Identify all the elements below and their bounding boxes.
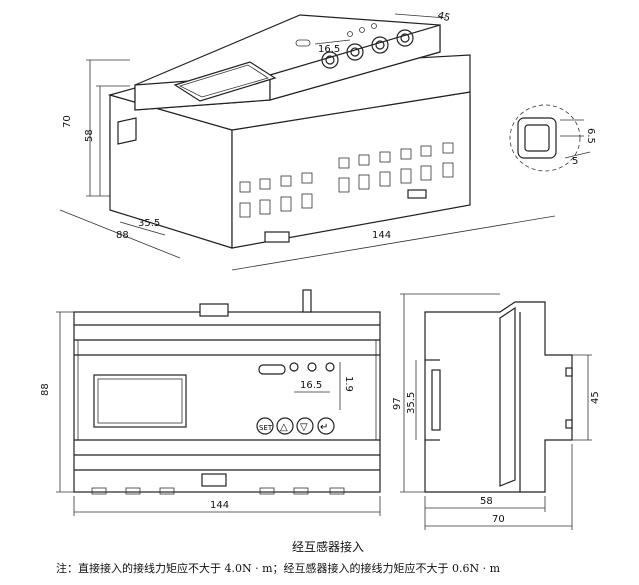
caption-title: 经互感器接入 — [292, 540, 365, 554]
iso-dim-height-total: 70 — [62, 115, 73, 128]
front-dim-height: 88 — [40, 383, 51, 396]
front-dim-btn-pitch: 16.5 — [300, 380, 322, 391]
iso-dim-height-body: 58 — [84, 129, 95, 142]
front-view — [56, 289, 381, 516]
iso-dim-btn-pitch: 16.5 — [318, 44, 340, 55]
iso-dim-length: 144 — [372, 230, 391, 241]
side-dim-rail: 35.5 — [406, 392, 417, 414]
isometric-view — [59, 13, 591, 271]
side-dim-depth-total: 70 — [492, 514, 505, 525]
caption-note: 注：直接接入的接线力矩应不大于 4.0N · m；经互感器接入的接线力矩应不大于… — [56, 562, 501, 575]
iso-dim-step: 35.5 — [138, 218, 160, 229]
side-dim-height: 97 — [392, 397, 403, 410]
enter-button-label: ↵ — [320, 422, 328, 433]
iso-dim-clip-b: 5 — [572, 156, 578, 167]
side-dim-depth-inner: 58 — [480, 496, 493, 507]
up-button-label: △ — [280, 422, 288, 433]
iso-dim-clip-a: 6.5 — [585, 128, 596, 144]
side-view — [400, 293, 592, 530]
side-dim-step: 45 — [590, 391, 601, 404]
iso-dim-width: 45 — [436, 10, 451, 24]
down-button-label: ▽ — [300, 422, 308, 433]
set-button-label: SET — [259, 424, 273, 432]
front-dim-length: 144 — [210, 500, 229, 511]
iso-dim-depth: 88 — [116, 230, 129, 241]
front-dim-btn-size: 1.9 — [343, 376, 354, 392]
